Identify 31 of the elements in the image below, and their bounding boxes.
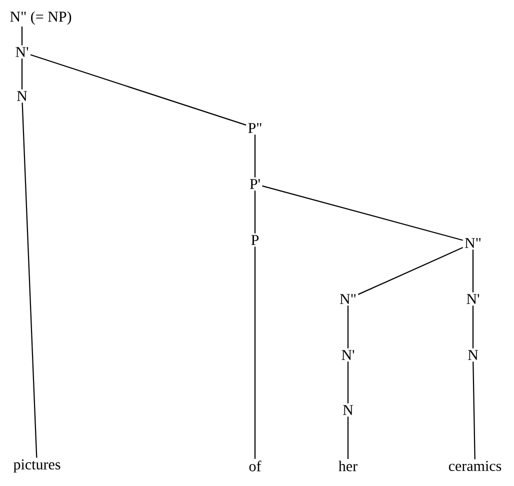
- word-label: her: [338, 460, 358, 472]
- category-label: N": [464, 238, 481, 248]
- category-label: P: [251, 235, 259, 245]
- word-label: of: [249, 460, 262, 472]
- tree-branch: [22, 102, 38, 458]
- category-label: N: [468, 350, 478, 360]
- category-label: N": [340, 294, 356, 304]
- category-label: N: [17, 91, 28, 101]
- category-label: N': [342, 350, 354, 360]
- tree-branch: [21, 58, 23, 90]
- tree-branch: [254, 190, 256, 234]
- category-label: P': [250, 179, 260, 189]
- tree-branch: [30, 54, 246, 126]
- tree-branch: [472, 250, 474, 292]
- tree-branch: [347, 362, 349, 404]
- tree-branch: [254, 246, 256, 459]
- word-label: ceramics: [448, 460, 502, 472]
- category-label: N': [466, 294, 480, 304]
- word-label: pictures: [14, 459, 60, 473]
- tree-branch: [254, 134, 256, 178]
- tree-branch: [472, 306, 474, 348]
- category-label: N': [16, 47, 28, 57]
- category-label: N" (= NP): [10, 11, 72, 25]
- tree-branch: [472, 362, 476, 460]
- tree-branch: [347, 416, 349, 460]
- tree-branch: [358, 247, 464, 295]
- category-label: N: [343, 405, 354, 415]
- tree-branch: [262, 185, 463, 241]
- tree-branch: [21, 26, 23, 46]
- tree-branch: [347, 306, 349, 348]
- category-label: P": [248, 123, 262, 133]
